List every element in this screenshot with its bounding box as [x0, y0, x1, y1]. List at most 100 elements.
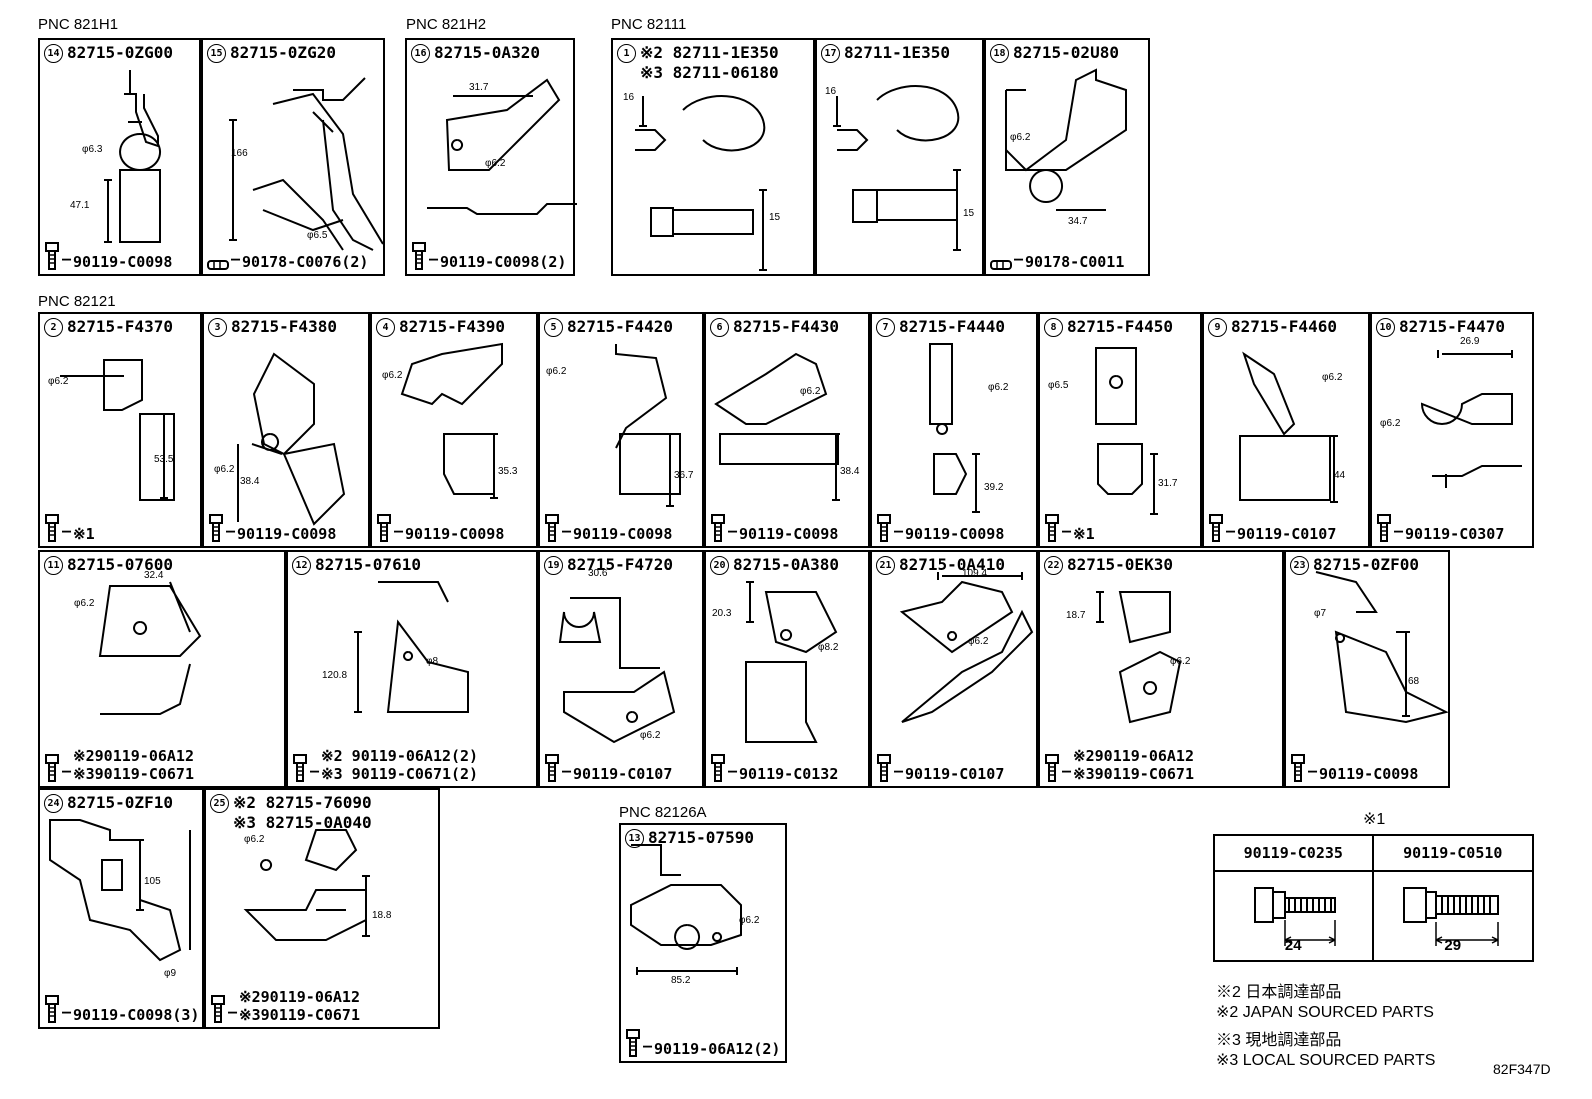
fastener-callout: —90178-C0011	[990, 250, 1124, 271]
fastener-callout: —90119-06A12(2)	[625, 1028, 780, 1058]
dimension-label: 105	[144, 876, 161, 887]
part-number: 82715-02U80	[1013, 43, 1119, 62]
part-drawing	[229, 77, 384, 251]
part-outline	[104, 70, 161, 243]
part-outline	[1096, 591, 1182, 724]
part-drawing	[104, 70, 161, 243]
part-number: 82715-F4720	[567, 555, 673, 574]
dimension-label: 30.6	[588, 568, 608, 579]
item-number: 14	[44, 44, 63, 63]
dimension-label: φ6.2	[244, 834, 265, 845]
item-number: 11	[44, 556, 63, 575]
bolt-icon	[45, 514, 59, 542]
part-outline	[98, 581, 202, 715]
item-number: 17	[821, 44, 840, 63]
dimension-label: φ6.2	[739, 915, 760, 926]
part-outline	[615, 344, 681, 507]
part-drawing	[635, 95, 767, 271]
dimension-label: 16	[825, 86, 837, 97]
fastener-callout: —90119-C0107	[1208, 513, 1336, 543]
part-outline	[354, 581, 469, 713]
dimension-label: 53.5	[154, 454, 174, 465]
part-outline	[630, 844, 742, 975]
part-number: 82715-07610	[315, 555, 421, 574]
part-outline	[229, 77, 384, 251]
dimension-label: 38.4	[240, 476, 260, 487]
part-number: 82715-07600	[67, 555, 173, 574]
fastener-part-number: 90119-C0107	[573, 765, 673, 783]
fastener-part-number: 90119-C0098	[73, 253, 173, 271]
part-number: 82715-F4380	[231, 317, 337, 336]
bolt-icon	[211, 995, 225, 1023]
part-drawing	[615, 344, 681, 507]
part-outline	[1095, 347, 1158, 515]
pnc-label-821h1: PNC 821H1	[38, 16, 119, 33]
part-number: ※2 82715-76090 ※3 82715-0A040	[233, 793, 372, 832]
dimension-label: 18.8	[372, 910, 392, 921]
dimension-label: φ6.2	[382, 370, 403, 381]
fastener-part-number: ※290119-06A12	[73, 747, 194, 765]
fastener-callout: —90119-C0098	[376, 513, 504, 543]
part-number: 82715-0ZF10	[67, 793, 173, 812]
part-outline	[714, 352, 840, 501]
pnc-label-821h2: PNC 821H2	[406, 16, 487, 33]
fastener-part-number: 90119-C0307	[1405, 525, 1505, 543]
dimension-label: 166	[231, 148, 248, 159]
item-number: 8	[1044, 318, 1063, 337]
fastener-part-number: 90119-C0098	[237, 525, 337, 543]
part-drawing	[1005, 68, 1127, 211]
dimension-label: φ6.2	[485, 158, 506, 169]
dimension-label: 31.7	[1158, 478, 1178, 489]
part-outline	[899, 572, 1034, 723]
part-outline	[243, 829, 370, 941]
item-number: 20	[710, 556, 729, 575]
dimension-label: φ6.2	[988, 382, 1009, 393]
dimension-label: 32.4	[144, 570, 164, 581]
bolt-icon	[1045, 514, 1059, 542]
part-drawing	[243, 829, 370, 941]
fastener-part-number: 90119-C0107	[905, 765, 1005, 783]
part-number: 82715-F4460	[1231, 317, 1337, 336]
fastener-callout: —※1	[1044, 513, 1095, 543]
item-number: 9	[1208, 318, 1227, 337]
part-drawing	[98, 581, 202, 715]
legend-bolt-1-length: 24	[1284, 937, 1302, 954]
item-number: 16	[411, 44, 430, 63]
part-outline	[1315, 571, 1449, 724]
fastener-callout: —※290119-06A12※390119-C0671	[210, 988, 360, 1024]
legend-bolt-1-part: 90119-C0235	[1215, 836, 1372, 872]
fastener-part-number: ※290119-06A12	[239, 988, 360, 1006]
part-number: 82715-0EK30	[1067, 555, 1173, 574]
fastener-callout: —90119-C0098(3)	[44, 994, 199, 1024]
item-number: 4	[376, 318, 395, 337]
part-header: 25※2 82715-76090 ※3 82715-0A040	[210, 793, 372, 833]
part-number: 82715-F4370	[67, 317, 173, 336]
fastener-part-number: 90119-06A12(2)	[654, 1040, 781, 1058]
part-drawing	[833, 85, 961, 251]
dimension-label: φ6.2	[800, 386, 821, 397]
note-3-en: ※3 LOCAL SOURCED PARTS	[1216, 1052, 1436, 1069]
part-number: 82715-0A410	[899, 555, 1005, 574]
dimension-label: 16	[623, 92, 635, 103]
fastener-callout: —90119-C0098	[1290, 753, 1418, 783]
part-number: 82715-0ZF00	[1313, 555, 1419, 574]
part-header: 1※2 82711-1E350 ※3 82711-06180	[617, 43, 779, 83]
